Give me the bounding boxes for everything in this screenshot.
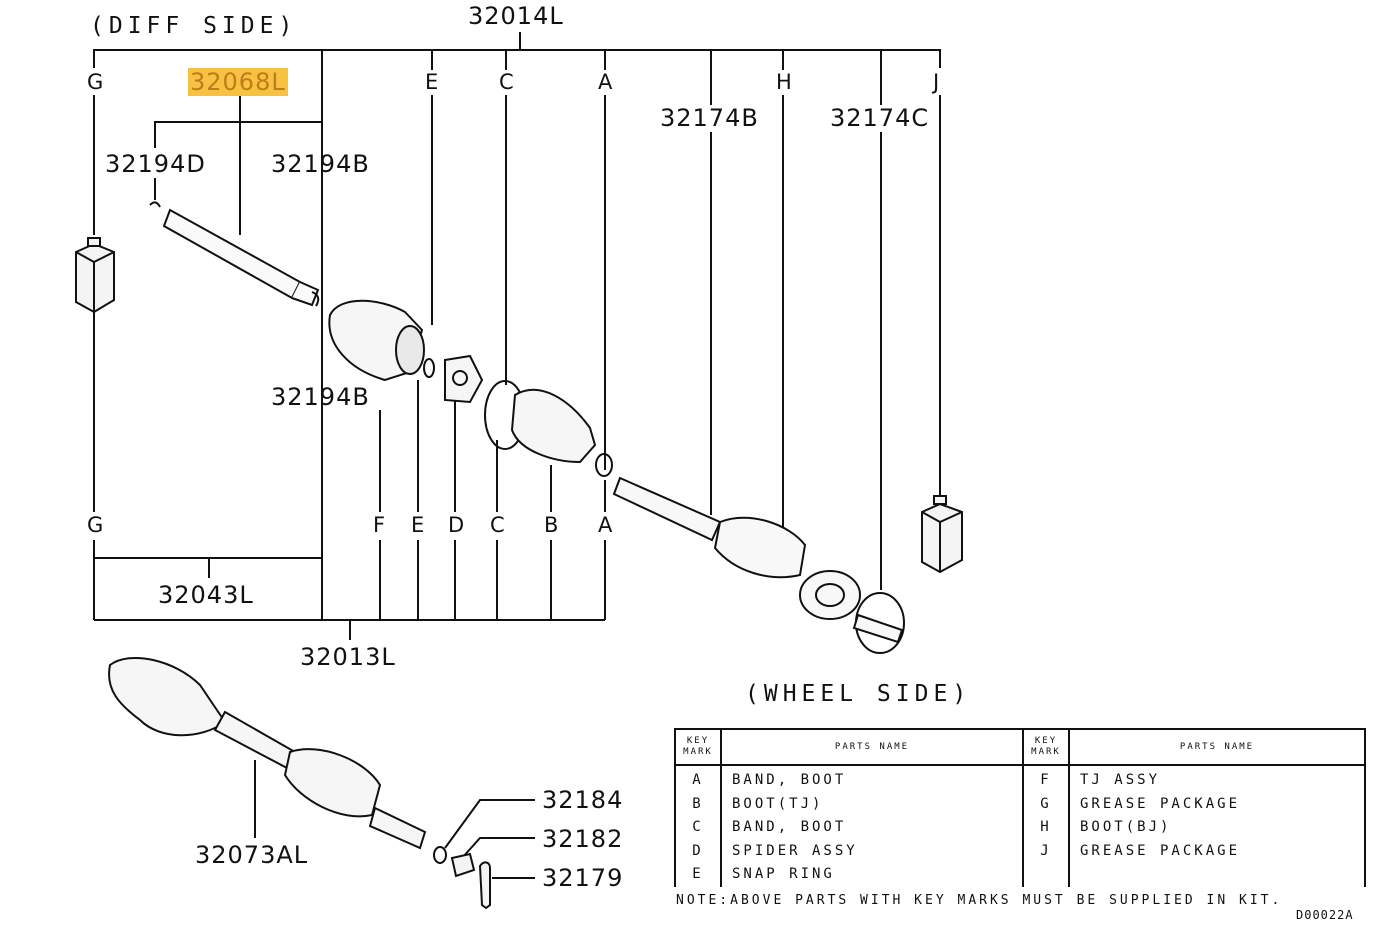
table-row-mark: D (692, 842, 704, 859)
key-letter-c-top: C (499, 70, 514, 94)
table-row-name: BOOT(BJ) (1080, 819, 1172, 835)
diff-side-header: (DIFF SIDE) (90, 13, 298, 39)
table-row-mark: E (692, 866, 704, 882)
kit-note: NOTE:ABOVE PARTS WITH KEY MARKS MUST BE … (676, 893, 1283, 908)
bracket-32014L (93, 49, 941, 68)
left-mark-column: A B C D E (674, 765, 722, 887)
key-letter-e-top: E (425, 70, 439, 94)
driveshaft-assy (108, 657, 427, 850)
highlighted-part-number[interactable]: 32068L (188, 68, 288, 96)
table-row-name: SPIDER ASSY (732, 842, 858, 859)
table-row-name: GREASE PACKAGE (1080, 842, 1241, 859)
table-row-mark: A (692, 772, 704, 788)
table-row-mark: J (1040, 842, 1052, 859)
grease-package-left (75, 237, 115, 314)
tj-boot (484, 380, 613, 477)
key-letter-j-top: J (933, 70, 940, 94)
part-label-32073AL[interactable]: 32073AL (195, 841, 309, 869)
small-parts (433, 846, 491, 910)
part-label-32179[interactable]: 32179 (542, 864, 624, 892)
key-mark-table: KEY MARK PARTS NAME KEY MARK PARTS NAME … (674, 728, 1366, 887)
key-letter-d-bottom: D (448, 513, 465, 537)
table-row-name: BOOT(TJ) (732, 795, 824, 812)
table-row-name: TJ ASSY (1080, 772, 1161, 788)
part-label-32174C[interactable]: 32174C (830, 104, 930, 132)
left-name-column: BAND, BOOT BOOT(TJ) BAND, BOOT SPIDER AS… (720, 765, 1024, 887)
table-row-mark: G (1040, 795, 1052, 812)
table-row-mark: F (1040, 772, 1052, 788)
table-row-name: SNAP RING (732, 866, 835, 882)
right-mark-column: F G H J (1022, 765, 1070, 887)
key-table-body: A B C D E BAND, BOOT BOOT(TJ) BAND, BOOT… (674, 765, 1366, 887)
inner-shaft (149, 201, 320, 307)
key-letter-c-bottom: C (490, 513, 505, 537)
key-letter-g-bottom: G (87, 513, 104, 537)
table-row-mark: C (692, 819, 704, 835)
part-label-32014L[interactable]: 32014L (468, 2, 564, 30)
key-letter-b-bottom: B (544, 513, 559, 537)
wheel-side-header: (WHEEL SIDE) (745, 681, 972, 707)
key-letter-a-bottom: A (598, 513, 613, 537)
table-row-mark: B (692, 795, 704, 812)
grease-package-right (921, 495, 963, 574)
part-label-32182[interactable]: 32182 (542, 825, 624, 853)
part-label-32013L[interactable]: 32013L (300, 643, 396, 671)
part-label-32194B-top[interactable]: 32194B (271, 150, 370, 178)
key-letter-a-top: A (598, 70, 613, 94)
key-letter-e-bottom: E (411, 513, 425, 537)
part-label-32184[interactable]: 32184 (542, 786, 624, 814)
part-label-32194D[interactable]: 32194D (105, 150, 206, 178)
key-mark-header-right: KEY MARK (1022, 728, 1070, 766)
key-mark-header-left: KEY MARK (674, 728, 722, 766)
part-label-32068L[interactable]: 32068L (188, 68, 288, 96)
table-row-name: GREASE PACKAGE (1080, 795, 1241, 812)
part-label-32194B-mid[interactable]: 32194B (271, 383, 370, 411)
right-name-column: TJ ASSY GREASE PACKAGE BOOT(BJ) GREASE P… (1068, 765, 1366, 887)
key-letter-h-top: H (776, 70, 792, 94)
spider-assy (444, 354, 484, 404)
part-label-32043L[interactable]: 32043L (158, 581, 254, 609)
outer-shaft-bj (612, 476, 905, 654)
key-letter-f-bottom: F (373, 513, 386, 537)
parts-name-header-right: PARTS NAME (1068, 728, 1366, 766)
table-row-mark: H (1040, 819, 1052, 835)
tj-housing (328, 299, 435, 382)
table-row-name: BAND, BOOT (732, 772, 847, 788)
diagram-code: D00022A (1296, 908, 1354, 922)
key-table-header: KEY MARK PARTS NAME KEY MARK PARTS NAME (674, 728, 1366, 766)
table-row-name: BAND, BOOT (732, 819, 847, 835)
part-label-32174B[interactable]: 32174B (660, 104, 759, 132)
key-letter-g-top: G (87, 70, 104, 94)
parts-name-header-left: PARTS NAME (720, 728, 1024, 766)
